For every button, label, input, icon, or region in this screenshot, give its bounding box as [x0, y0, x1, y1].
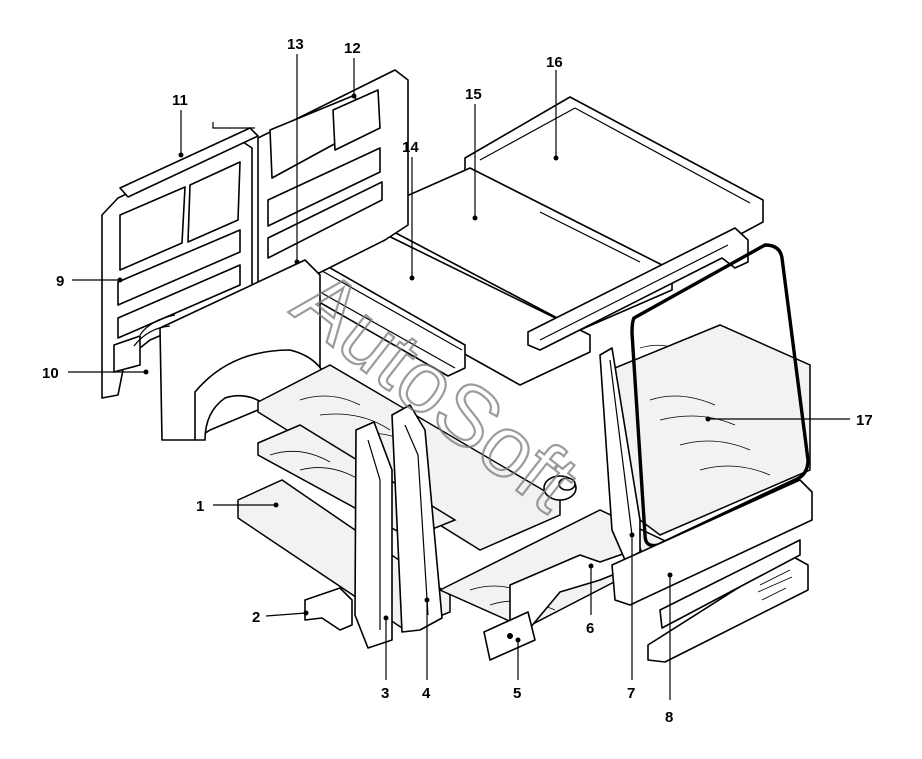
- callout-9: 9: [56, 273, 64, 290]
- rear-step-panel: [611, 479, 813, 663]
- spare-wheel-carrier: [543, 475, 577, 501]
- callout-17: 17: [856, 412, 873, 429]
- drip-rail-strip: [119, 122, 259, 198]
- callout-2: 2: [252, 609, 260, 626]
- leader-lines: [68, 54, 850, 700]
- side-panel-upper-left: [101, 139, 253, 399]
- callout-13: 13: [287, 36, 304, 53]
- callout-4: 4: [422, 685, 431, 702]
- callout-8: 8: [665, 709, 673, 726]
- rear-door-glass: [630, 243, 810, 548]
- callout-16: 16: [546, 54, 563, 71]
- callout-14: 14: [402, 139, 419, 156]
- callout-7: 7: [627, 685, 635, 702]
- callout-3: 3: [381, 685, 389, 702]
- callout-11: 11: [172, 92, 188, 109]
- b-pillar-outer: [391, 404, 443, 633]
- mounting-plate: [483, 611, 536, 661]
- callout-5: 5: [513, 685, 521, 702]
- callout-6: 6: [586, 620, 594, 637]
- callout-15: 15: [465, 86, 482, 103]
- pillar-bracket: [304, 587, 353, 631]
- b-pillar-inner: [354, 421, 393, 649]
- callout-1: 1: [196, 498, 204, 515]
- callout-10: 10: [42, 365, 59, 382]
- rear-roof-header: [527, 227, 749, 351]
- callout-12: 12: [344, 40, 361, 57]
